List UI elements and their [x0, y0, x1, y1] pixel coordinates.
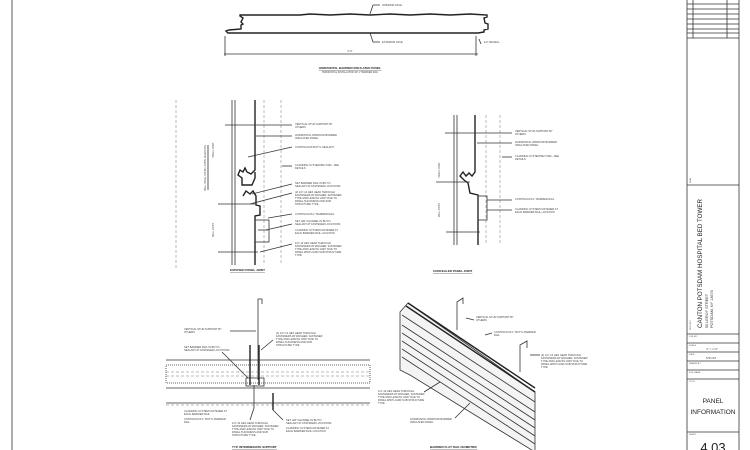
date-value: 5/31/18	[706, 356, 716, 360]
top-panel-title: HORIZONTAL BARRIER INSULATED PANEL	[319, 66, 382, 70]
note: CONTINUOUS 1" BARRIER RAIL	[515, 197, 555, 201]
concealed-joint-title: CONCEALED PANEL JOINT	[433, 269, 473, 273]
reveal-label: 1/2" REVEAL	[484, 40, 500, 44]
panel-profile	[224, 13, 489, 34]
note: CONTINUOUS BUTYL SEALANT	[295, 145, 334, 149]
exposed-panel-joint-detail: PANEL JOINT WALL JOINT WALL PANEL INSTAL…	[175, 100, 342, 272]
top-panel-detail: 3'-0" INTERIOR FACE EXTERIOR FACE 1/2" R…	[224, 3, 500, 74]
title-block: SEAL PROJECT CANTON POTSDAM HOSPITAL BED…	[686, 0, 740, 450]
panel-face	[399, 302, 536, 450]
wall-joint-label: WALL JOINT	[438, 203, 441, 217]
project-label: PROJECT	[690, 319, 692, 330]
project-address-line1: 50 LEROY STREET	[705, 293, 709, 328]
file-name-label: FILE NAME	[689, 371, 701, 374]
wall-joint-label: WALL JOINT	[212, 223, 215, 237]
title-label: TITLE	[689, 381, 695, 383]
interior-face-label: INTERIOR FACE	[382, 3, 402, 7]
sheet-number: 4.03	[700, 440, 725, 450]
exterior-face-label: EXTERIOR FACE	[382, 40, 403, 44]
seal-label: SEAL	[689, 177, 692, 183]
sheet-title-line1: PANEL	[703, 398, 724, 405]
drawn-by-label: DRAWN BY	[689, 362, 701, 365]
job-no-label: JOB NO.	[689, 336, 698, 338]
revision-table	[687, 0, 739, 39]
scale-label: SCALE	[689, 344, 697, 347]
dimension-label: 3'-0"	[347, 49, 352, 53]
exposed-joint-title: EXPOSED PANEL JOINT	[230, 268, 265, 272]
intermediate-support-title: TYP. INTERMEDIATE SUPPORT	[232, 445, 277, 449]
panel-joint-label: PANEL JOINT	[438, 162, 441, 178]
panel-joint-label: PANEL JOINT	[212, 142, 215, 158]
note: CONTINUOUS 1" BARRIER RAIL	[295, 212, 335, 216]
install-direction-label: WALL PANEL INSTALLATION DIRECTION	[204, 145, 207, 191]
isometric-title: BARRIER FLAT RAIL ISOMETRIC	[430, 445, 478, 449]
date-label: DATE	[689, 353, 695, 356]
project-address-line2: POTSDAM, NY 13676	[710, 290, 714, 328]
sheet-label: SHEET	[689, 434, 697, 436]
concealed-panel-joint-detail: PANEL JOINT WALL JOINT VERTICAL STUD SUP…	[433, 115, 559, 273]
scale-value: 3" = 1'-0"	[706, 347, 719, 351]
top-panel-subtitle: HORIZONTAL INSTALLATION W/ 1" BARRIER RA…	[322, 71, 379, 74]
sheet-title-line2: INFORMATION	[690, 409, 735, 416]
project-name: CANTON POTSDAM HOSPITAL BED TOWER	[697, 199, 704, 328]
